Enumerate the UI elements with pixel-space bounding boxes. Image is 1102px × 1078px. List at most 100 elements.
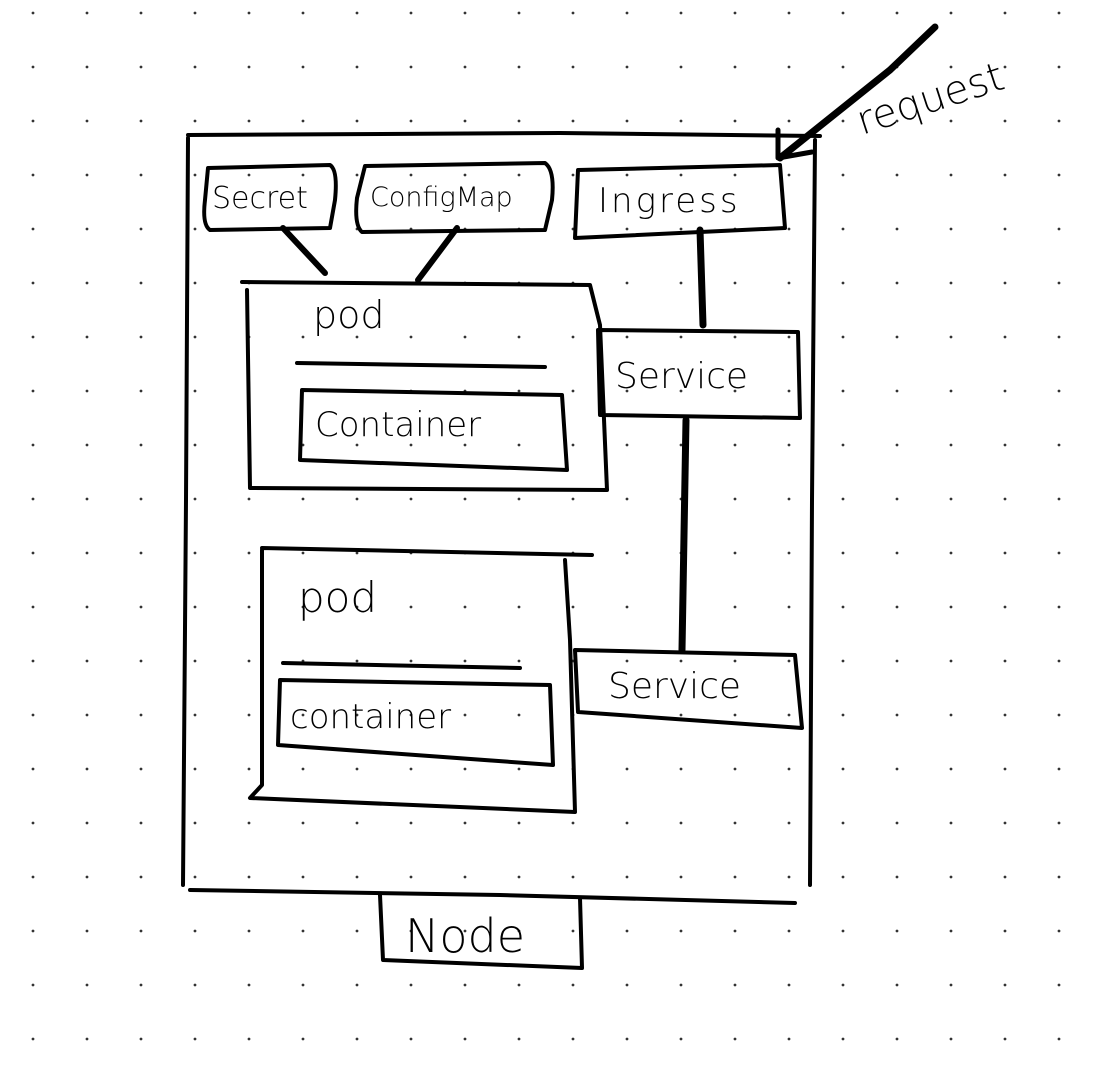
grid-dot — [517, 173, 521, 177]
grid-dot — [949, 821, 953, 825]
grid-dot — [193, 11, 197, 15]
grid-dot — [355, 173, 359, 177]
grid-dot — [1003, 821, 1007, 825]
grid-dot — [355, 713, 359, 717]
grid-dot — [139, 65, 143, 69]
grid-dot — [1003, 335, 1007, 339]
grid-dot — [409, 1037, 413, 1041]
grid-dot — [733, 443, 737, 447]
grid-dot — [463, 983, 467, 987]
grid-dot — [355, 875, 359, 879]
grid-dot — [247, 605, 251, 609]
grid-dot — [139, 767, 143, 771]
grid-dot — [517, 335, 521, 339]
grid-dot — [679, 821, 683, 825]
grid-dot — [355, 821, 359, 825]
grid-dot — [571, 119, 575, 123]
grid-dot — [517, 713, 521, 717]
grid-dot — [841, 497, 845, 501]
grid-dot — [949, 281, 953, 285]
grid-dot — [355, 443, 359, 447]
grid-dot — [1003, 281, 1007, 285]
grid-dot — [787, 173, 791, 177]
grid-dot — [85, 605, 89, 609]
grid-dot — [31, 983, 35, 987]
grid-dot — [841, 335, 845, 339]
grid-dot — [355, 551, 359, 555]
grid-dot — [679, 173, 683, 177]
grid-dot — [355, 929, 359, 933]
grid-dot — [301, 11, 305, 15]
grid-dot — [85, 11, 89, 15]
grid-dot — [301, 983, 305, 987]
grid-dot — [409, 875, 413, 879]
grid-dot — [1057, 119, 1061, 123]
service-1-label: Service — [615, 356, 748, 397]
grid-dot — [625, 335, 629, 339]
grid-dot — [409, 767, 413, 771]
container-2-label: container — [290, 697, 451, 737]
grid-dot — [949, 389, 953, 393]
grid-dot — [139, 335, 143, 339]
grid-dot — [409, 443, 413, 447]
grid-dot — [1057, 983, 1061, 987]
grid-dot — [733, 551, 737, 555]
grid-dot — [1003, 65, 1007, 69]
grid-dot — [679, 119, 683, 123]
grid-dot — [1003, 497, 1007, 501]
grid-dot — [517, 659, 521, 663]
grid-dot — [247, 11, 251, 15]
grid-dot — [895, 713, 899, 717]
grid-dot — [31, 659, 35, 663]
grid-dot — [139, 713, 143, 717]
grid-dot — [571, 389, 575, 393]
grid-dot — [733, 65, 737, 69]
grid-dot — [1003, 875, 1007, 879]
grid-dot — [463, 821, 467, 825]
grid-dot — [1057, 929, 1061, 933]
grid-dot — [1003, 983, 1007, 987]
grid-dot — [31, 281, 35, 285]
grid-dot — [895, 767, 899, 771]
configmap-label: ConfigMap — [370, 182, 513, 213]
grid-dot — [679, 1037, 683, 1041]
grid-dot — [895, 1037, 899, 1041]
grid-dot — [787, 1037, 791, 1041]
grid-dot — [733, 1037, 737, 1041]
grid-dot — [949, 875, 953, 879]
grid-dot — [193, 389, 197, 393]
grid-dot — [1057, 281, 1061, 285]
grid-dot — [139, 875, 143, 879]
grid-dot — [895, 11, 899, 15]
grid-dot — [31, 497, 35, 501]
grid-dot — [517, 389, 521, 393]
grid-dot — [841, 767, 845, 771]
grid-dot — [1003, 443, 1007, 447]
grid-dot — [139, 119, 143, 123]
grid-dot — [517, 605, 521, 609]
grid-dot — [1003, 713, 1007, 717]
grid-dot — [1003, 11, 1007, 15]
grid-dot — [31, 1037, 35, 1041]
grid-dot — [301, 821, 305, 825]
grid-dot — [247, 119, 251, 123]
grid-dot — [733, 335, 737, 339]
grid-dot — [301, 1037, 305, 1041]
grid-dot — [895, 389, 899, 393]
grid-dot — [463, 65, 467, 69]
pod-2-box — [248, 546, 594, 814]
grid-dot — [949, 497, 953, 501]
grid-dot — [625, 929, 629, 933]
grid-dot — [841, 173, 845, 177]
grid-dot — [409, 119, 413, 123]
container-1-label: Container — [315, 405, 481, 445]
grid-dot — [949, 227, 953, 231]
edge-secret-pod — [280, 225, 328, 276]
grid-dot — [193, 335, 197, 339]
grid-dot — [355, 497, 359, 501]
grid-dot — [787, 929, 791, 933]
grid-dot — [1057, 767, 1061, 771]
grid-dot — [517, 767, 521, 771]
grid-dot — [949, 119, 953, 123]
